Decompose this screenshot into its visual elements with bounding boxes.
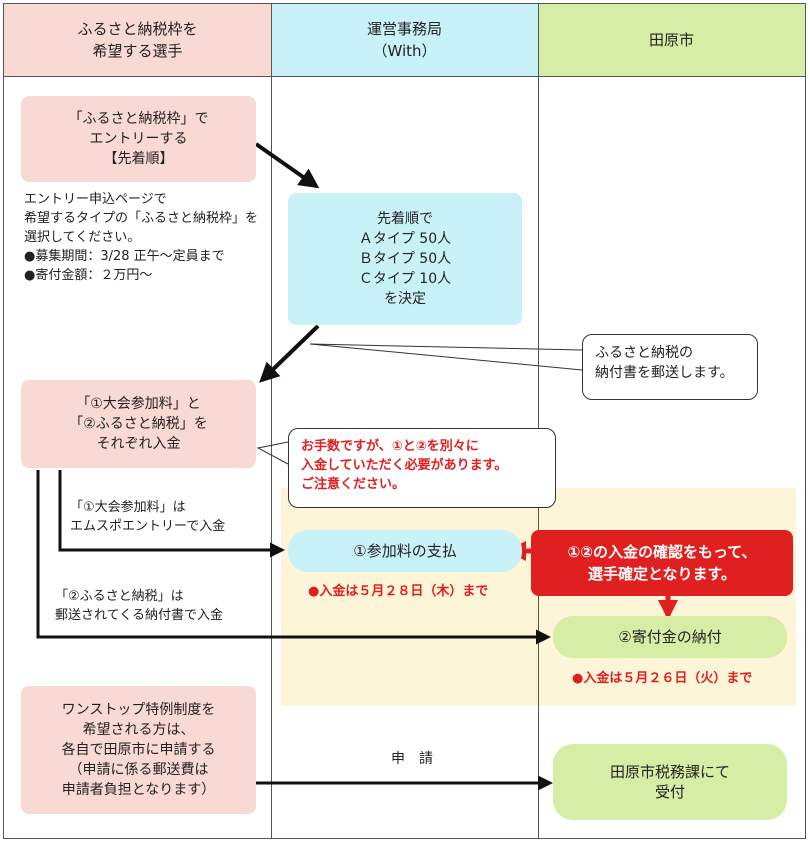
onestop-box: ワンストップ特例制度を 希望される方は、 各自で田原市に申請する （申請に係る郵… xyxy=(21,686,256,814)
mail-callout-pointer xyxy=(309,343,583,371)
fee-deadline: ●入金は５月２８日（木）まで xyxy=(308,584,489,599)
column-header-player: ふるさと納税枠を 希望する選手 xyxy=(4,4,271,76)
caution-callout: お手数ですが、①と②を別々に 入金していただく必要があります。 ご注意ください。 xyxy=(288,428,556,508)
deposit-box: 「①大会参加料」と 「②ふるさと納税」を それぞれ入金 xyxy=(21,380,256,468)
tax-office-box: 田原市税務課にて 受付 xyxy=(553,744,787,820)
arrow-fee-route xyxy=(58,470,285,558)
header-divider xyxy=(4,76,805,77)
caution-callout-pointer xyxy=(256,441,289,465)
arrow-decide-to-deposit xyxy=(259,324,320,383)
entry-note: エントリー申込ページで 希望するタイプの「ふるさと納税枠」を 選択してください。… xyxy=(24,192,259,283)
column-header-office: 運営事務局 （With） xyxy=(271,4,538,76)
fee-route-label: 「①大会参加料」は エムスポエントリーで入金 xyxy=(70,500,226,534)
confirm-box: ①②の入金の確認をもって、 選手確定となります。 xyxy=(531,530,793,596)
column-divider-2 xyxy=(538,4,539,839)
diagram-frame xyxy=(3,3,806,839)
column-divider-1 xyxy=(271,4,272,839)
fee-payment-box: ①参加料の支払 xyxy=(288,530,522,572)
donation-deadline: ●入金は５月２６日（火）まで xyxy=(572,671,753,686)
decide-box: 先着順で Ａタイプ 50人 Ｂタイプ 50人 Ｃタイプ 10人 を決定 xyxy=(288,193,522,325)
mail-callout: ふるさと納税の 納付書を郵送します。 xyxy=(582,334,758,400)
column-header-city: 田原市 xyxy=(538,4,805,76)
donation-payment-box: ②寄付金の納付 xyxy=(553,616,787,658)
arrow-tax-route xyxy=(36,470,551,645)
arrow-entry-to-decide xyxy=(254,142,320,189)
entry-box: 「ふるさと納税枠」で エントリーする 【先着順】 xyxy=(21,96,256,182)
tax-route-label: 「②ふるさと納税」は 郵送されてくる納付書で入金 xyxy=(55,589,223,623)
apply-label: 申 請 xyxy=(391,751,433,767)
